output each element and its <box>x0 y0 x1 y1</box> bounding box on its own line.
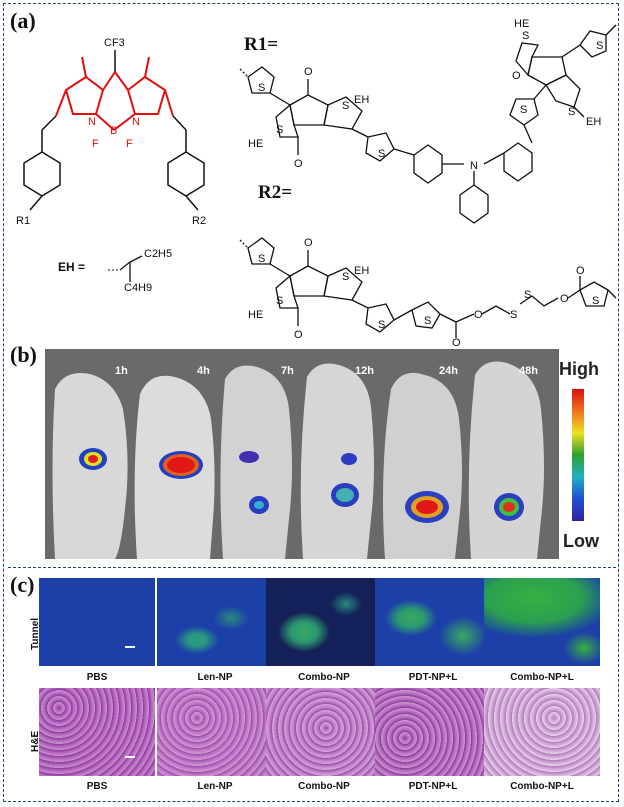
svg-text:S: S <box>276 295 283 307</box>
svg-text:S: S <box>378 319 385 331</box>
tunnel-tile-pbs <box>39 578 155 666</box>
caption-tunnel-len-np: Len-NP <box>197 672 233 683</box>
r1-structure: S O O S S EH HE S N S S O S HE EH S <box>239 18 617 224</box>
panel-label-b: (b) <box>10 342 37 367</box>
svg-text:F: F <box>126 138 133 150</box>
svg-text:O: O <box>304 237 313 249</box>
panel-label-c: (c) <box>10 572 35 597</box>
svg-text:O: O <box>560 293 569 305</box>
svg-text:F: F <box>92 138 99 150</box>
svg-text:S: S <box>378 148 385 160</box>
panel-label-a: (a) <box>10 8 36 33</box>
timepoint-24h: 24h <box>439 365 458 377</box>
eh-group-butyl: C4H9 <box>124 282 153 294</box>
svg-text:S: S <box>522 30 529 42</box>
eh-label: EH = <box>58 260 86 274</box>
svg-text:S: S <box>258 82 265 94</box>
tunnel-tile-pdt-np-l <box>375 578 491 666</box>
caption-he-combo-np: Combo-NP <box>298 781 350 792</box>
r1-he-atom-2: HE <box>514 18 529 30</box>
r2-he-atom: HE <box>248 309 263 321</box>
timepoint-7h: 7h <box>281 365 294 377</box>
timepoint-48h: 48h <box>519 365 538 377</box>
panel-separator <box>8 567 616 568</box>
eh-group-ethyl: C2H5 <box>144 248 173 260</box>
svg-text:O: O <box>294 329 303 341</box>
r2-label: R2= <box>258 182 293 203</box>
scale-high-label: High <box>559 359 599 379</box>
caption-tunnel-pdt-np-l: PDT-NP+L <box>408 672 458 683</box>
caption-tunnel-combo-np: Combo-NP <box>298 672 350 683</box>
svg-text:O: O <box>576 265 585 277</box>
timepoint-12h: 12h <box>355 365 374 377</box>
tunnel-tile-combo-np-l <box>484 578 600 666</box>
svg-text:S: S <box>568 106 575 118</box>
tunnel-tile-combo-np <box>266 578 382 666</box>
svg-text:S: S <box>424 315 431 327</box>
in-vivo-imaging-strip: 1h 4h 7h 12h 24h 48h <box>45 349 559 559</box>
svg-text:O: O <box>304 66 313 78</box>
cf3-label: CF3 <box>104 37 125 49</box>
he-tile-combo-np <box>266 688 382 776</box>
tunnel-tile-len-np <box>157 578 273 666</box>
caption-he-combo-np-l: Combo-NP+L <box>510 781 574 792</box>
caption-he-len-np: Len-NP <box>197 781 233 792</box>
timepoint-1h: 1h <box>115 365 128 377</box>
svg-text:N: N <box>88 116 96 128</box>
svg-text:O: O <box>452 337 461 348</box>
r1-substituent: R1 <box>16 215 30 227</box>
svg-text:S: S <box>276 124 283 136</box>
figure-frame <box>3 3 619 802</box>
svg-text:O: O <box>474 309 483 321</box>
caption-tunnel-combo-np-l: Combo-NP+L <box>510 672 574 683</box>
svg-text:N: N <box>470 160 478 172</box>
svg-text:S: S <box>596 40 603 52</box>
he-tile-combo-np-l <box>484 688 600 776</box>
svg-text:B: B <box>110 125 117 137</box>
bodipy-core-structure: CF3 N N B F F R1 R2 <box>16 37 206 227</box>
r2-structure: S O O S S EH HE S S O O S S O O S <box>239 237 617 348</box>
r1-eh-atom-2: EH <box>586 116 601 128</box>
svg-text:S: S <box>342 100 349 112</box>
he-tile-pdt-np-l <box>375 688 491 776</box>
svg-text:S: S <box>510 309 517 321</box>
eh-definition: EH = C2H5 C4H9 <box>58 248 208 298</box>
svg-text:S: S <box>520 104 527 116</box>
he-tile-len-np <box>157 688 273 776</box>
r2-eh-atom: EH <box>354 265 369 277</box>
svg-text:S: S <box>258 253 265 265</box>
r1-eh-atom-1: EH <box>354 94 369 106</box>
r1-label: R1= <box>244 34 279 55</box>
svg-text:O: O <box>512 70 521 82</box>
scale-low-label: Low <box>563 531 599 551</box>
eh-chain <box>108 255 143 282</box>
svg-text:S: S <box>524 289 531 301</box>
caption-he-pdt-np-l: PDT-NP+L <box>408 781 458 792</box>
svg-text:S: S <box>342 271 349 283</box>
caption-he-pbs: PBS <box>86 781 108 792</box>
timepoint-4h: 4h <box>197 365 210 377</box>
svg-text:O: O <box>294 158 303 170</box>
r1-he-atom-1: HE <box>248 138 263 150</box>
svg-text:N: N <box>132 116 140 128</box>
mice-silhouettes <box>45 349 559 559</box>
intensity-scale: High Low <box>559 349 621 559</box>
r2-substituent: R2 <box>192 215 206 227</box>
he-tile-pbs <box>39 688 155 776</box>
svg-text:S: S <box>592 295 599 307</box>
caption-tunnel-pbs: PBS <box>86 672 108 683</box>
scale-colorbar <box>572 389 584 521</box>
